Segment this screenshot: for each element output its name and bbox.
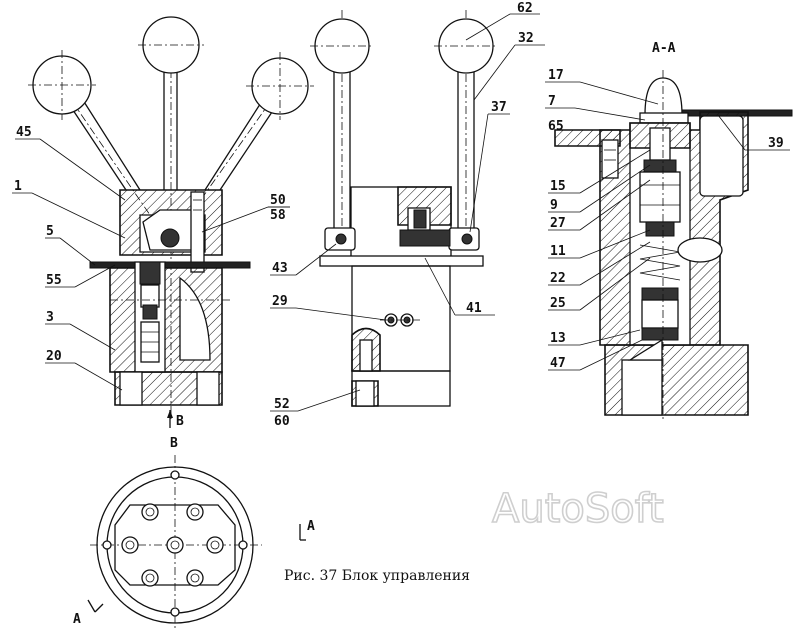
label-41: 41: [466, 301, 482, 316]
watermark: AutoSoft: [492, 486, 664, 532]
label-9: 9: [550, 198, 558, 213]
label-13: 13: [550, 331, 566, 346]
label-22: 22: [550, 271, 566, 286]
label-45: 45: [16, 125, 32, 140]
label-1: 1: [14, 179, 22, 194]
label-17: 17: [548, 68, 564, 83]
spring-25: [639, 244, 681, 281]
section-aa-title: А-А: [652, 41, 676, 56]
left-view: [28, 16, 314, 428]
figure-caption: Рис. 37 Блок управления: [284, 568, 470, 584]
label-47: 47: [550, 356, 566, 371]
label-52: 52: [274, 397, 290, 412]
label-27: 27: [550, 216, 566, 231]
label-58: 58: [270, 208, 286, 223]
section-a-right-label: А: [307, 519, 315, 534]
screw-65: [601, 139, 619, 179]
middle-plate: [319, 255, 484, 267]
middle-view: [310, 10, 498, 407]
view-b: [87, 455, 306, 628]
label-60: 60: [274, 414, 290, 429]
cap-17: [644, 77, 683, 116]
label-50: 50: [270, 193, 286, 208]
label-25: 25: [550, 296, 566, 311]
flange-inner: [114, 504, 236, 586]
callout-labels: 45 1 5 55 3 20 50 58 62 32 37 43 29 41 5…: [14, 1, 784, 429]
label-32: 32: [518, 31, 534, 46]
label-5: 5: [46, 224, 54, 239]
label-43: 43: [272, 261, 288, 276]
label-11: 11: [550, 244, 566, 259]
lever-knobs: [28, 16, 314, 120]
spool: [639, 171, 681, 223]
label-3: 3: [46, 310, 54, 325]
side-port: [677, 237, 723, 263]
section-b-arrow-label: В: [176, 414, 184, 429]
label-37: 37: [491, 100, 507, 115]
label-15: 15: [550, 179, 566, 194]
label-20: 20: [46, 349, 62, 364]
label-62: 62: [517, 1, 533, 16]
label-55: 55: [46, 273, 62, 288]
label-7: 7: [548, 94, 556, 109]
leader-lines: [12, 13, 790, 412]
view-b-label: В: [170, 436, 178, 451]
section-a-left-label: А: [73, 612, 81, 627]
port-holes: [102, 470, 248, 617]
label-65: 65: [548, 119, 564, 134]
mounting-plate-5: [89, 261, 251, 269]
label-39: 39: [768, 136, 784, 151]
section-aa: [554, 70, 793, 420]
label-29: 29: [272, 294, 288, 309]
section-marks: А-А В В А А: [73, 41, 676, 627]
